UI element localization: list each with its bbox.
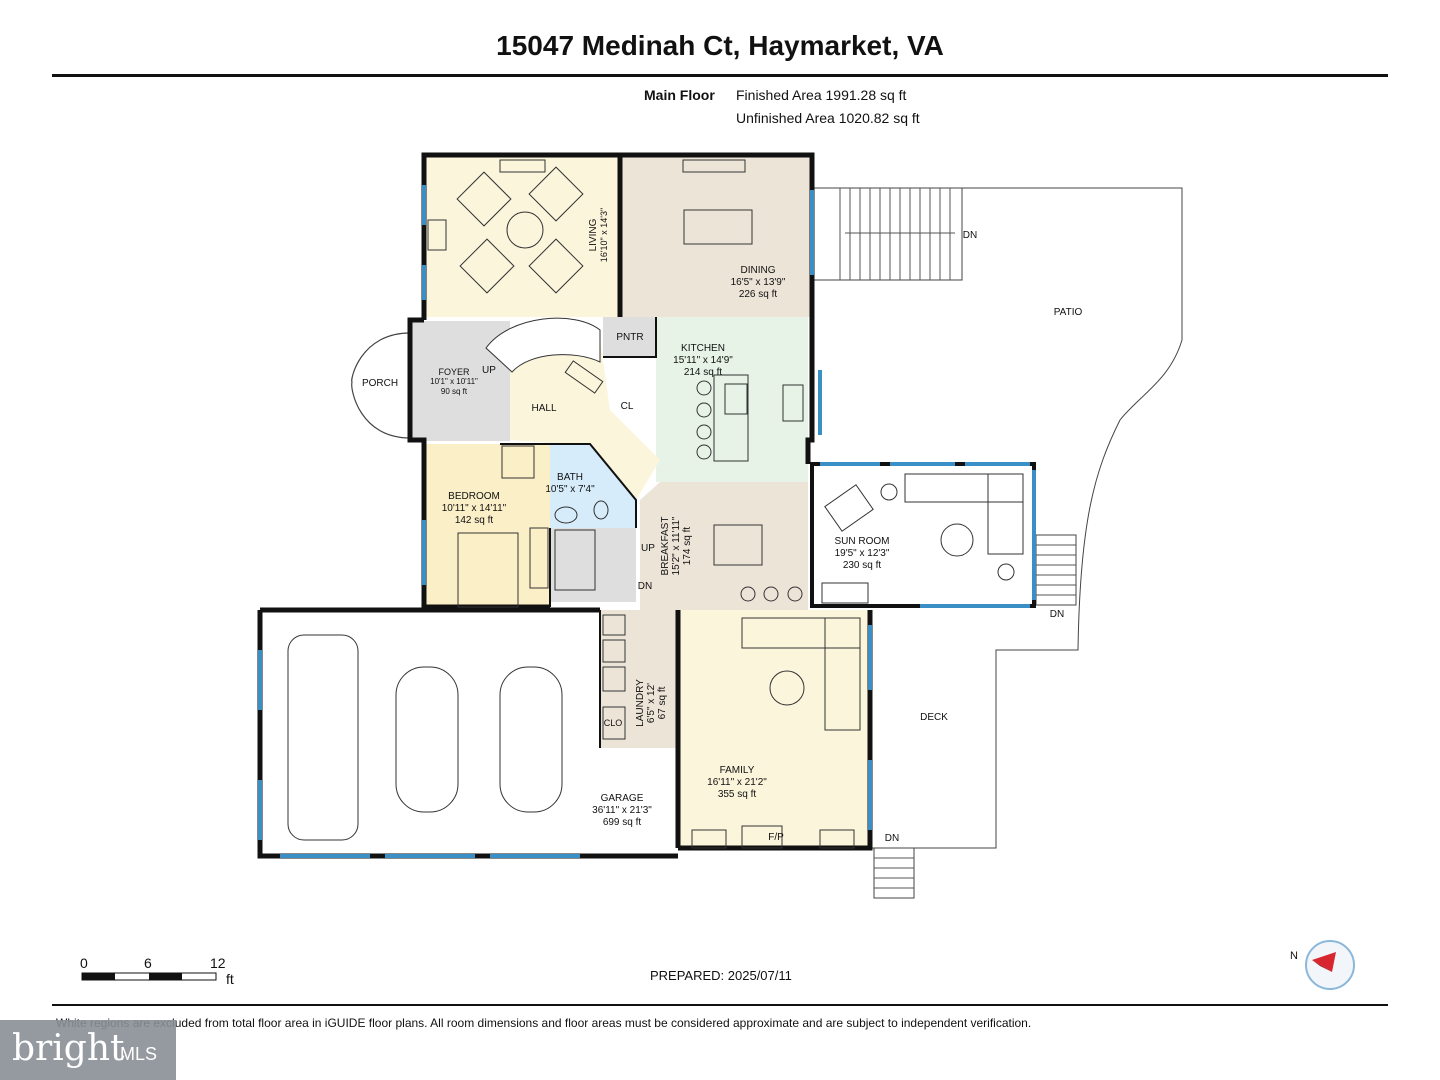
living-dims: 16'10" x 14'3": [599, 208, 609, 262]
header-divider: [52, 74, 1388, 77]
deck-steps: [873, 847, 915, 899]
laundry-room: [600, 610, 678, 748]
family-area: 355 sq ft: [718, 789, 757, 800]
bedroom-room: [424, 444, 550, 607]
bedroom-label: BEDROOM: [448, 491, 500, 502]
pantry-label: PNTR: [616, 332, 643, 343]
patio-stair-down: DN: [963, 230, 977, 241]
garage-dims: 36'11" x 21'3": [592, 805, 652, 816]
patio-label: PATIO: [1054, 307, 1083, 318]
scale-12: 12: [210, 955, 226, 971]
laundry-area: 67 sq ft: [657, 686, 668, 719]
stair-area: [550, 528, 636, 602]
deck-label: DECK: [920, 712, 948, 723]
deck-stair-down: DN: [885, 833, 899, 844]
kitchen-room: [656, 317, 808, 482]
floor-label: Main Floor: [644, 87, 715, 103]
patio-outline: [810, 187, 1183, 849]
sunroom-windows: [820, 462, 1036, 608]
closet-label: CL: [621, 401, 634, 412]
porch-label: PORCH: [362, 378, 398, 389]
foyer-area: 90 sq ft: [441, 387, 468, 396]
dining-label: DINING: [741, 265, 776, 276]
stair-down: DN: [638, 581, 652, 592]
kitchen-dims: 15'11" x 14'9": [673, 355, 733, 366]
bath-label: BATH: [557, 472, 583, 483]
porch-outline: [351, 332, 411, 439]
bath-dims: 10'5" x 7'4": [545, 484, 595, 495]
sunroom-dims: 19'5" x 12'3": [835, 548, 890, 559]
laundry-dims: 6'5" x 12': [646, 683, 657, 723]
living-label: LIVING: [588, 218, 599, 251]
sunroom-stair-down: DN: [1050, 609, 1064, 620]
dining-dims: 16'5" x 13'9": [731, 277, 786, 288]
family-dims: 16'11" x 21'2": [707, 777, 767, 788]
laundry-label: LAUNDRY: [635, 679, 646, 727]
kitchen-label: KITCHEN: [681, 343, 725, 354]
hall-room: [510, 340, 660, 500]
dining-room: [620, 155, 810, 317]
scale-bar: [81, 972, 217, 981]
foyer-label: FOYER: [438, 367, 470, 377]
finished-area: Finished Area 1991.28 sq ft: [736, 87, 907, 103]
bedroom-area: 142 sq ft: [455, 515, 494, 526]
dining-area: 226 sq ft: [739, 289, 778, 300]
unfinished-area: Unfinished Area 1020.82 sq ft: [736, 110, 920, 126]
windows: [258, 185, 872, 858]
floor-plan: LIVING 16'10" x 14'3" DINING 16'5" x 13'…: [81, 152, 1355, 990]
stair-up: UP: [641, 543, 655, 554]
logo-wordmark: bright: [12, 1028, 125, 1069]
family-room: [678, 610, 868, 848]
pantry-room: [603, 317, 656, 357]
garage-area: 699 sq ft: [603, 817, 642, 828]
sunroom-area: 230 sq ft: [843, 560, 882, 571]
breakfast-dims: 15'2" x 11'11": [671, 516, 682, 575]
compass-icon: [1305, 940, 1355, 990]
breakfast-area: 174 sq ft: [682, 527, 693, 566]
hall-label: HALL: [531, 403, 556, 414]
compass-north-label: N: [1290, 950, 1298, 962]
disclaimer: White regions are excluded from total fl…: [56, 1016, 1032, 1030]
living-room: [424, 155, 620, 317]
garage-label: GARAGE: [601, 793, 644, 804]
scale-6: 6: [144, 955, 152, 971]
family-label: FAMILY: [720, 765, 755, 776]
prepared-date: PREPARED: 2025/07/11: [650, 968, 792, 983]
foyer-dims: 10'1" x 10'11": [430, 377, 478, 386]
spiral-stair: [485, 317, 601, 373]
logo-mls: MLS: [120, 1044, 158, 1064]
kitchen-area: 214 sq ft: [684, 367, 723, 378]
foyer-up: UP: [482, 365, 496, 376]
fireplace-label: F/P: [768, 832, 784, 843]
scale-unit: ft: [226, 971, 234, 987]
breakfast-room: [640, 482, 808, 610]
garage-cars: [287, 634, 563, 841]
bright-mls-logo: bright MLS: [0, 1020, 176, 1080]
breakfast-label: BREAKFAST: [660, 517, 671, 576]
clo-label: CLO: [604, 718, 623, 728]
sunroom-label: SUN ROOM: [835, 536, 890, 547]
scale-0: 0: [80, 955, 88, 971]
sunroom-room: [810, 462, 1036, 608]
footer-divider: [52, 1004, 1388, 1006]
page-title: 15047 Medinah Ct, Haymarket, VA: [496, 30, 944, 61]
bedroom-dims: 10'11" x 14'11": [442, 503, 507, 514]
